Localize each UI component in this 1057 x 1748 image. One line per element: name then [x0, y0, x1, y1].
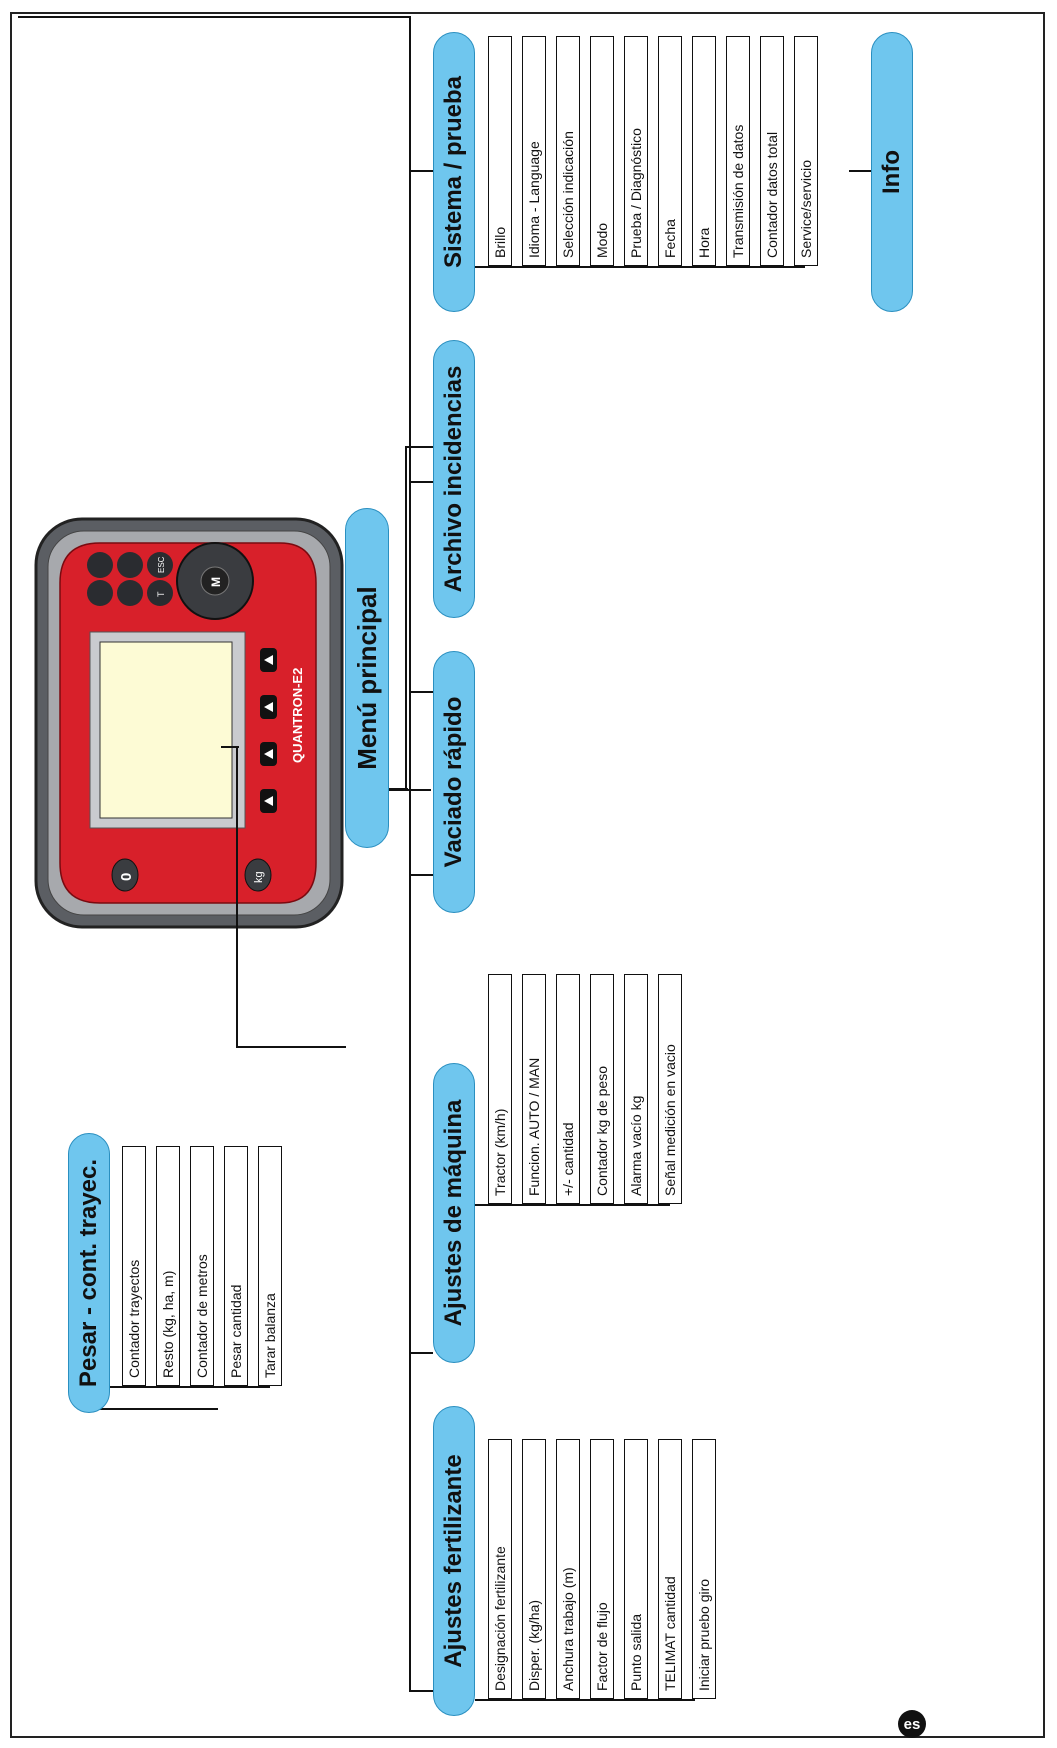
list-item: Factor de flujo	[590, 1439, 614, 1699]
group-title: Ajustes fertilizante	[440, 1454, 467, 1668]
language-badge: es	[898, 1710, 926, 1738]
connector-line	[236, 1046, 346, 1048]
list-item: Disper. (kg/ha)	[522, 1439, 546, 1699]
device-softkeys	[260, 648, 277, 813]
connector-line	[389, 789, 431, 791]
group-title: Pesar - cont. trayec.	[75, 1158, 102, 1388]
enter-key-label: M	[209, 577, 223, 587]
list-item: Transmisión de datos	[726, 36, 750, 266]
connector-line	[120, 1386, 270, 1388]
group-title: Archivo incidencias	[440, 365, 467, 593]
group-pill-info: Info	[871, 32, 913, 312]
t-key-label: T	[156, 591, 166, 597]
list-item: Contador datos total	[760, 36, 784, 266]
group-pill-weighing: Pesar - cont. trayec.	[68, 1133, 110, 1413]
connector-line	[409, 874, 433, 876]
group-title: Vaciado rápido	[440, 696, 467, 868]
connector-line	[475, 1204, 670, 1206]
connector-line	[91, 1408, 218, 1410]
list-item: Modo	[590, 36, 614, 266]
device-right-keys: T ESC M	[87, 542, 254, 620]
device-screen	[99, 641, 233, 819]
list-item: Prueba / Diagnóstico	[624, 36, 648, 266]
connector-line	[409, 16, 411, 1692]
connector-line	[849, 170, 871, 172]
group-pill-machine: Ajustes de máquina	[433, 1063, 475, 1363]
connector-line	[236, 746, 238, 1048]
list-item: Idioma - Language	[522, 36, 546, 266]
zero-key-label: 0	[118, 873, 135, 881]
kg-key-label: kg	[253, 871, 265, 883]
group-pill-system: Sistema / prueba	[433, 32, 475, 312]
list-item: TELIMAT cantidad	[658, 1439, 682, 1699]
list-item: Contador trayectos	[122, 1146, 146, 1386]
connector-line	[409, 1352, 433, 1354]
list-item: Anchura trabajo (m)	[556, 1439, 580, 1699]
esc-key-label: ESC	[157, 556, 166, 573]
connector-line	[18, 16, 411, 18]
list-item: Selección indicación	[556, 36, 580, 266]
main-menu-pill: Menú principal	[345, 508, 389, 848]
list-item: Contador de metros	[190, 1146, 214, 1386]
list-item: Punto salida	[624, 1439, 648, 1699]
connector-line	[409, 1690, 433, 1692]
group-pill-incident-log: Archivo incidencias	[433, 340, 475, 618]
list-item: Funcion. AUTO / MAN	[522, 974, 546, 1204]
group-pill-quick-empty: Vaciado rápido	[433, 651, 475, 913]
main-menu-label: Menú principal	[351, 586, 382, 770]
list-item: Alarma vacío kg	[624, 974, 648, 1204]
connector-line	[409, 170, 433, 172]
device-brand-label: QUANTRON-E2	[290, 668, 305, 763]
connector-line	[409, 481, 433, 483]
list-item: Iniciar pruebo giro	[692, 1439, 716, 1699]
list-item: Service/servicio	[794, 36, 818, 266]
list-item: Tarar balanza	[258, 1146, 282, 1386]
quantron-device-illustration: QUANTRON-E2 0 kg T ESC M	[34, 517, 344, 929]
list-item: Tractor (km/h)	[488, 974, 512, 1204]
list-item: Fecha	[658, 36, 682, 266]
list-item: Señal medición en vacio	[658, 974, 682, 1204]
group-title: Ajustes de máquina	[440, 1099, 467, 1327]
list-item: Brillo	[488, 36, 512, 266]
list-item: Pesar cantidad	[224, 1146, 248, 1386]
connector-line	[475, 1699, 695, 1701]
group-title: Sistema / prueba	[440, 75, 467, 269]
list-item: Designación fertilizante	[488, 1439, 512, 1699]
list-item: Contador kg de peso	[590, 974, 614, 1204]
list-item: +/- cantidad	[556, 974, 580, 1204]
group-pill-fertilizer: Ajustes fertilizante	[433, 1406, 475, 1716]
list-item: Hora	[692, 36, 716, 266]
connector-line	[405, 448, 407, 790]
device-left-keys: 0 kg	[111, 858, 272, 892]
group-title: Info	[878, 150, 905, 194]
list-item: Resto (kg, ha, m)	[156, 1146, 180, 1386]
connector-line	[409, 691, 433, 693]
connector-line	[475, 266, 805, 268]
